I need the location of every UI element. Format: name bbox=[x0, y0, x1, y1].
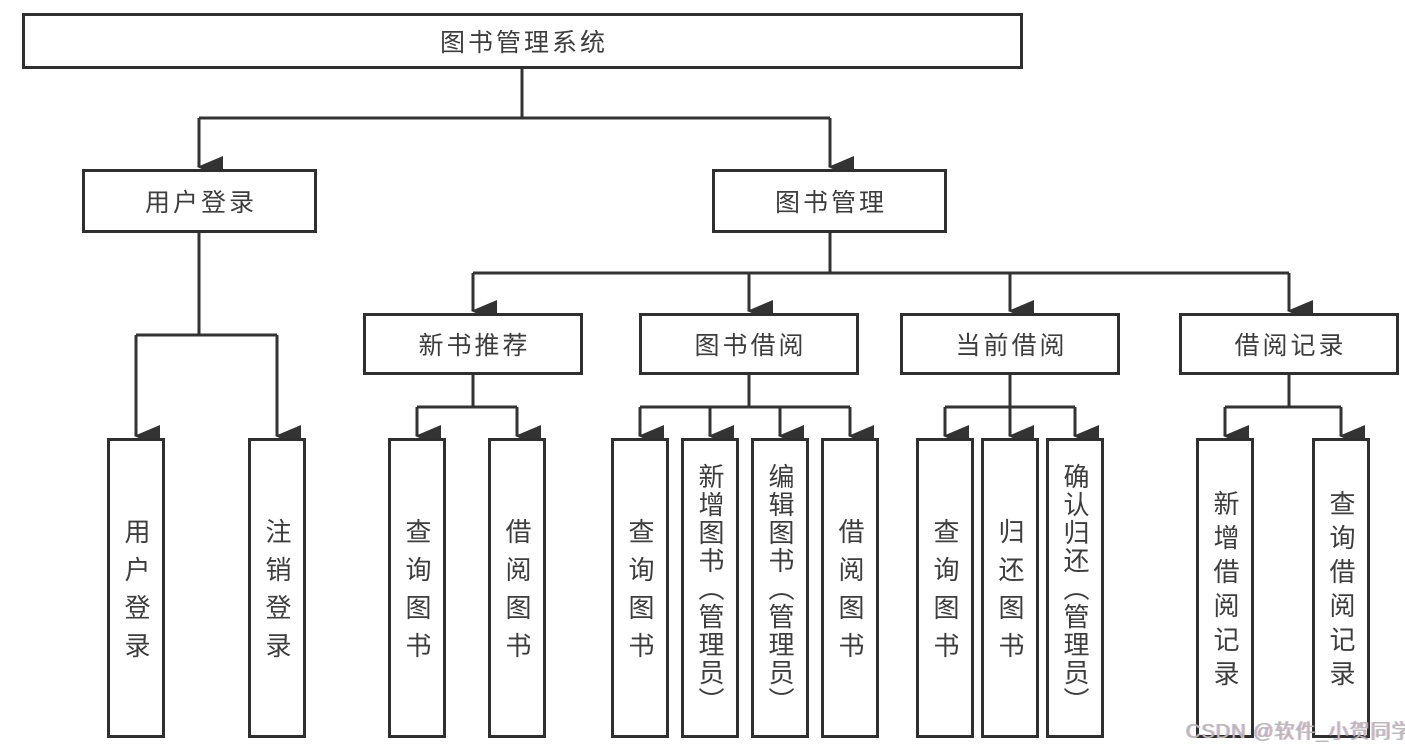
leaf-query-borrow-record: 查询借阅记录 bbox=[1312, 438, 1370, 738]
node-book-mgmt: 图书管理 bbox=[712, 169, 947, 233]
node-current-borrow: 当前借阅 bbox=[900, 313, 1120, 375]
node-borrow-records-label: 借阅记录 bbox=[1234, 332, 1347, 360]
leaf-query-books-3-label: 查询图书 bbox=[930, 518, 960, 670]
leaf-add-borrow-record: 新增借阅记录 bbox=[1196, 438, 1254, 738]
node-user-login: 用户登录 bbox=[82, 169, 317, 233]
leaf-user-login: 用户登录 bbox=[107, 438, 165, 738]
leaf-query-borrow-record-label: 查询借阅记录 bbox=[1326, 490, 1356, 694]
node-current-borrow-label: 当前借阅 bbox=[955, 332, 1068, 360]
csdn-watermark: CSDN @软件_小贺同学 bbox=[1186, 721, 1405, 743]
leaf-query-books-1: 查询图书 bbox=[388, 438, 446, 738]
node-borrow-records: 借阅记录 bbox=[1179, 313, 1399, 375]
leaf-logout-login-label: 注销登录 bbox=[262, 518, 292, 670]
leaf-borrow-books-2-label: 借阅图书 bbox=[835, 518, 865, 670]
leaf-confirm-return-admin-label: 确认归还（管理员） bbox=[1060, 463, 1090, 715]
leaf-logout-login: 注销登录 bbox=[248, 438, 306, 738]
leaf-user-login-label: 用户登录 bbox=[121, 518, 151, 670]
node-book-borrow: 图书借阅 bbox=[639, 313, 859, 375]
leaf-query-books-2: 查询图书 bbox=[611, 438, 669, 738]
node-book-borrow-label: 图书借阅 bbox=[694, 332, 807, 360]
leaf-borrow-books-2: 借阅图书 bbox=[821, 438, 879, 738]
leaf-borrow-books-1-label: 借阅图书 bbox=[502, 518, 532, 670]
leaf-confirm-return-admin: 确认归还（管理员） bbox=[1046, 438, 1104, 738]
leaf-query-books-1-label: 查询图书 bbox=[402, 518, 432, 670]
node-book-mgmt-label: 图书管理 bbox=[774, 189, 887, 217]
node-user-login-label: 用户登录 bbox=[144, 189, 257, 217]
leaf-add-borrow-record-label: 新增借阅记录 bbox=[1210, 490, 1240, 694]
node-root-label: 图书管理系统 bbox=[439, 29, 608, 57]
leaf-add-books-admin: 新增图书（管理员） bbox=[681, 438, 739, 738]
node-new-book-recommend-label: 新书推荐 bbox=[418, 332, 531, 360]
leaf-edit-books-admin: 编辑图书（管理员） bbox=[751, 438, 809, 738]
leaf-query-books-3: 查询图书 bbox=[916, 438, 974, 738]
node-root: 图书管理系统 bbox=[22, 13, 1023, 69]
leaf-add-books-admin-label: 新增图书（管理员） bbox=[695, 463, 725, 715]
leaf-query-books-2-label: 查询图书 bbox=[625, 518, 655, 670]
leaf-edit-books-admin-label: 编辑图书（管理员） bbox=[765, 463, 795, 715]
leaf-return-books: 归还图书 bbox=[981, 438, 1039, 738]
node-new-book-recommend: 新书推荐 bbox=[363, 313, 583, 375]
leaf-return-books-label: 归还图书 bbox=[995, 518, 1025, 670]
leaf-borrow-books-1: 借阅图书 bbox=[488, 438, 546, 738]
